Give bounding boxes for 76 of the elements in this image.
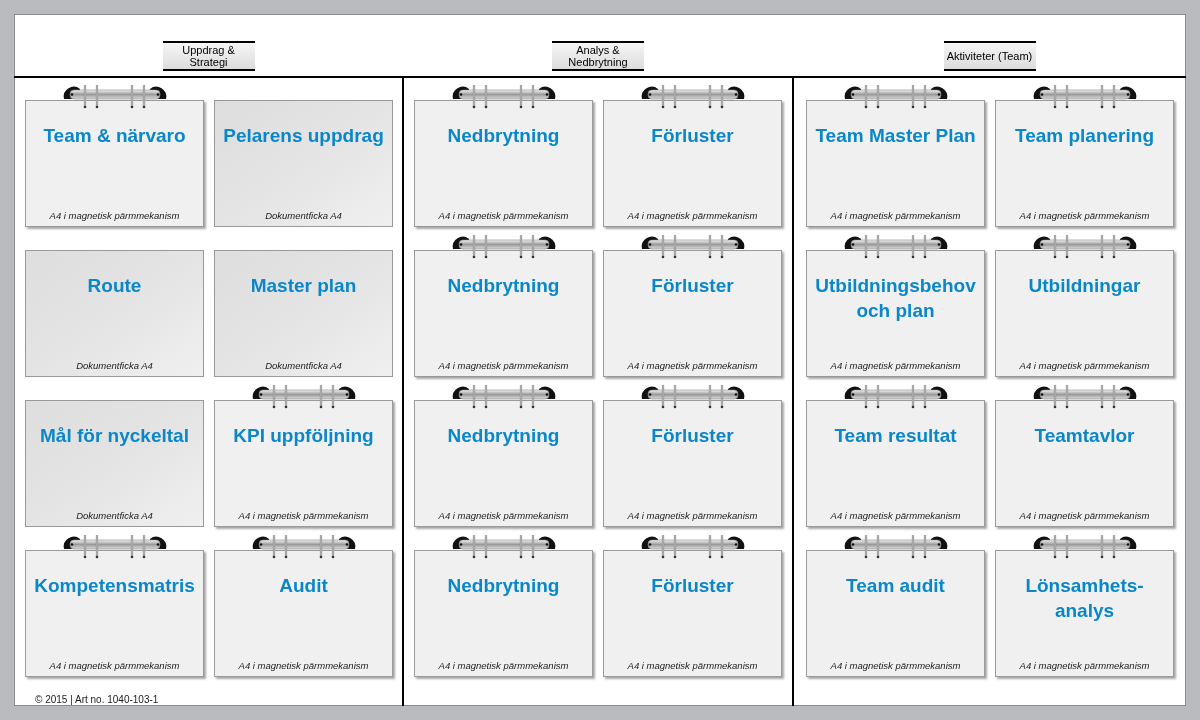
card-title: Förluster [650, 424, 735, 448]
copyright-note: © 2015 | Art no. 1040-103-1 [35, 693, 159, 707]
card-subtitle: A4 i magnetisk pärmmekanism [830, 508, 961, 523]
binder-sheet [995, 550, 1174, 677]
binder-sheet [806, 550, 985, 677]
column-header-tag: Aktiviteter (Team) [943, 41, 1036, 71]
card-title: Team resultat [833, 424, 958, 448]
card-title: Nedbrytning [446, 574, 561, 598]
column-header-tag: Analys & Nedbrytning [552, 41, 644, 71]
card-subtitle: Dokumentficka A4 [265, 208, 342, 223]
card-title: Utbildningar [1027, 274, 1142, 298]
card-subtitle: A4 i magnetisk pärmmekanism [830, 658, 961, 673]
card-title: Route [86, 274, 143, 298]
card-subtitle: Dokumentficka A4 [76, 358, 153, 373]
card-title: KPI uppföljning [232, 424, 375, 448]
binder-sheet [414, 550, 593, 677]
card-subtitle: A4 i magnetisk pärmmekanism [49, 658, 180, 673]
card-title: Teamtavlor [1033, 424, 1136, 448]
card-title: Utbildningsbehov och plan [814, 274, 977, 323]
card-subtitle: A4 i magnetisk pärmmekanism [627, 208, 758, 223]
binder-sheet [603, 550, 782, 677]
binder-sheet [214, 400, 393, 527]
card-subtitle: A4 i magnetisk pärmmekanism [438, 358, 569, 373]
card-subtitle: A4 i magnetisk pärmmekanism [438, 508, 569, 523]
card-title: Förluster [650, 274, 735, 298]
card-title: Audit [278, 574, 329, 598]
card-subtitle: A4 i magnetisk pärmmekanism [627, 508, 758, 523]
card-subtitle: A4 i magnetisk pärmmekanism [438, 658, 569, 673]
card-title: Mål för nyckeltal [39, 424, 190, 448]
binder-sheet [806, 400, 985, 527]
card-subtitle: A4 i magnetisk pärmmekanism [830, 208, 961, 223]
column-header-tag: Uppdrag & Strategi [162, 41, 255, 71]
card-title: Förluster [650, 574, 735, 598]
document-pocket [25, 250, 204, 377]
card-subtitle: Dokumentficka A4 [265, 358, 342, 373]
document-pocket [25, 400, 204, 527]
card-subtitle: A4 i magnetisk pärmmekanism [1019, 508, 1150, 523]
card-subtitle: A4 i magnetisk pärmmekanism [238, 508, 369, 523]
card-title: Nedbrytning [446, 274, 561, 298]
card-subtitle: A4 i magnetisk pärmmekanism [627, 658, 758, 673]
card-title: Kompetensmatris [33, 574, 196, 598]
document-pocket [214, 100, 393, 227]
binder-sheet [603, 100, 782, 227]
card-title: Team & närvaro [42, 124, 187, 148]
binder-sheet [414, 250, 593, 377]
binder-sheet [25, 100, 204, 227]
binder-sheet [414, 100, 593, 227]
document-pocket [214, 250, 393, 377]
card-title: Pelarens uppdrag [222, 124, 385, 148]
card-subtitle: A4 i magnetisk pärmmekanism [627, 358, 758, 373]
binder-sheet [414, 400, 593, 527]
card-title: Team Master Plan [814, 124, 977, 148]
card-title: Lönsamhets- analys [1024, 574, 1145, 623]
card-title: Team audit [845, 574, 946, 598]
card-subtitle: Dokumentficka A4 [76, 508, 153, 523]
card-subtitle: A4 i magnetisk pärmmekanism [438, 208, 569, 223]
binder-sheet [995, 400, 1174, 527]
card-title: Nedbrytning [446, 424, 561, 448]
binder-sheet [214, 550, 393, 677]
binder-sheet [995, 100, 1174, 227]
card-subtitle: A4 i magnetisk pärmmekanism [238, 658, 369, 673]
card-title: Nedbrytning [446, 124, 561, 148]
binder-sheet [25, 550, 204, 677]
card-title: Team planering [1014, 124, 1155, 148]
binder-sheet [995, 250, 1174, 377]
binder-sheet [603, 250, 782, 377]
card-title: Master plan [249, 274, 358, 298]
binder-sheet [806, 250, 985, 377]
binder-sheet [603, 400, 782, 527]
card-subtitle: A4 i magnetisk pärmmekanism [1019, 658, 1150, 673]
card-subtitle: A4 i magnetisk pärmmekanism [49, 208, 180, 223]
card-subtitle: A4 i magnetisk pärmmekanism [830, 358, 961, 373]
card-title: Förluster [650, 124, 735, 148]
card-subtitle: A4 i magnetisk pärmmekanism [1019, 208, 1150, 223]
card-subtitle: A4 i magnetisk pärmmekanism [1019, 358, 1150, 373]
binder-sheet [806, 100, 985, 227]
